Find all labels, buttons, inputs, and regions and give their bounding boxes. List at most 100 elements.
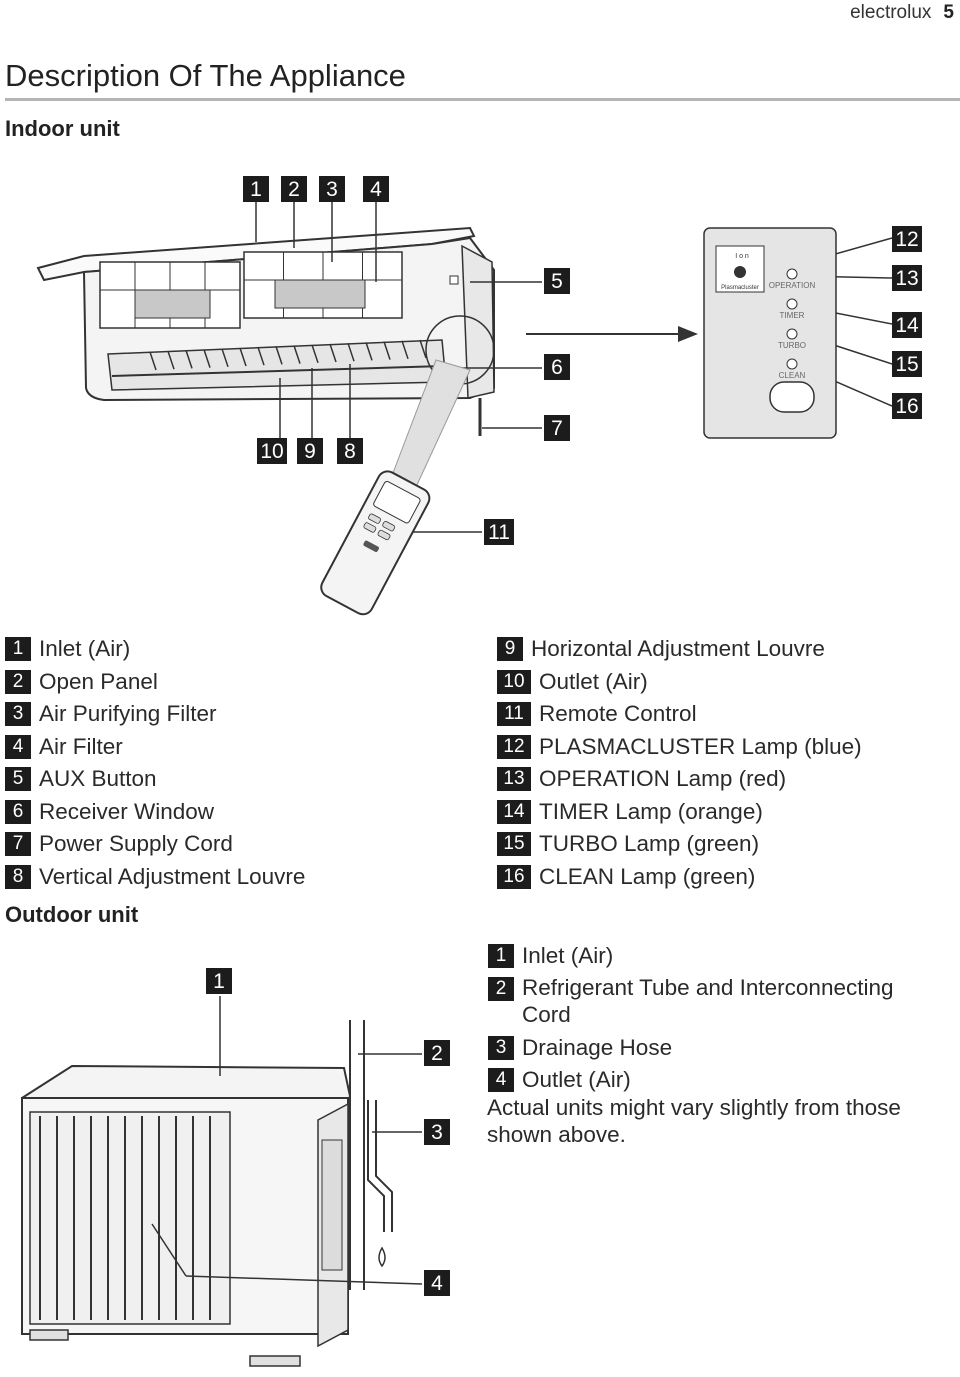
vertical-louvre-blade — [149, 351, 157, 371]
disclaimer-note: Actual units might vary slightly from th… — [487, 1095, 901, 1147]
callout-badge: 15 — [892, 351, 922, 377]
legend-item: 15 TURBO Lamp (green) — [497, 829, 862, 862]
legend-item: 14 TIMER Lamp (orange) — [497, 797, 862, 830]
vertical-louvre-blade — [419, 339, 427, 359]
indoor-unit-illustration: I o n Plasmacluster OPERATION TIMER TURB… — [36, 176, 922, 616]
callout-badge: 5 — [544, 268, 570, 294]
callout-number: 14 — [895, 314, 919, 337]
callout-number: 6 — [551, 356, 563, 379]
legend-number-badge: 8 — [5, 864, 31, 889]
callout-badge: 9 — [297, 438, 323, 464]
callout-number: 3 — [326, 178, 338, 201]
legend-number-badge: 2 — [488, 976, 514, 1001]
panel-on-label: I o n — [735, 253, 749, 260]
side-mesh — [461, 244, 495, 399]
panel-operation-label: OPERATION — [769, 281, 816, 290]
legend-label: Open Panel — [39, 668, 158, 694]
vertical-louvre-blade — [311, 344, 319, 364]
legend-label: Inlet (Air) — [39, 636, 131, 661]
vertical-louvres — [149, 339, 427, 371]
vertical-louvre-blade — [257, 346, 265, 366]
air-purifying-filter-left — [134, 289, 211, 319]
legend-label: Drainage Hose — [522, 1034, 673, 1060]
legend-label: TIMER Lamp (orange) — [539, 798, 763, 824]
callout-badge: 8 — [337, 438, 363, 464]
callout-badge: 14 — [892, 312, 922, 338]
legend-number-badge: 12 — [497, 734, 531, 759]
legend-label: AUX Button — [39, 766, 157, 791]
outdoor-callouts: 1 2 3 4 — [206, 968, 450, 1296]
vertical-louvre-blade — [365, 342, 373, 361]
plasmacluster-icon — [734, 266, 746, 278]
legend-item: 13 OPERATION Lamp (red) — [497, 764, 862, 797]
callout-badge: 4 — [424, 1270, 450, 1296]
callout-badge: 12 — [892, 226, 922, 252]
legend-number-badge: 3 — [5, 702, 31, 726]
callout-badge: 10 — [257, 438, 287, 464]
vertical-louvre-blade — [329, 343, 337, 363]
legend-number-badge: 13 — [497, 767, 531, 791]
drainage-hose-outer — [375, 1100, 393, 1232]
legend-label: Refrigerant Tube and Interconnecting Cor… — [522, 974, 894, 1027]
horizontal-louvre — [111, 365, 445, 377]
legend-number-badge: 11 — [497, 702, 531, 726]
page-title: Description Of The Appliance — [5, 58, 406, 93]
callout-number: 1 — [213, 970, 225, 993]
outdoor-unit-foot-right — [249, 1355, 301, 1367]
callout-number: 7 — [551, 417, 563, 440]
legend-number-badge: 3 — [488, 1035, 514, 1060]
aux-button-icon — [449, 275, 459, 285]
legend-number-badge: 14 — [497, 799, 531, 824]
indoor-unit-heading: Indoor unit — [5, 116, 120, 141]
vertical-louvre-blade — [167, 350, 175, 370]
callout-badge: 2 — [424, 1040, 450, 1066]
service-panel — [321, 1139, 343, 1271]
page-header: electrolux 5 — [850, 0, 960, 26]
legend-number-badge: 2 — [5, 669, 31, 694]
panel-clean-label: CLEAN — [779, 371, 806, 380]
panel-timer-label: TIMER — [780, 311, 805, 320]
pointer-arrow-head — [678, 326, 698, 342]
legend-item: 3 Drainage Hose — [488, 1033, 922, 1066]
vertical-louvre-blade — [293, 345, 301, 364]
vertical-louvre-blade — [203, 349, 211, 368]
legend-item: 5 AUX Button — [5, 764, 305, 797]
legend-label: Air Filter — [39, 733, 123, 759]
legend-label: TURBO Lamp (green) — [539, 831, 760, 856]
clean-lamp — [786, 358, 798, 370]
callout-number: 3 — [431, 1121, 443, 1144]
vertical-louvre-blade — [383, 341, 391, 360]
legend-number-badge: 5 — [5, 767, 31, 791]
callout-number: 8 — [344, 440, 356, 463]
vertical-louvre-blade — [401, 340, 409, 360]
callout-badge: 16 — [892, 393, 922, 419]
callout-badge: 13 — [892, 265, 922, 291]
callout-number: 2 — [288, 178, 300, 201]
legend-label: OPERATION Lamp (red) — [539, 766, 787, 791]
vertical-louvre-blade — [347, 342, 355, 362]
legend-label: Receiver Window — [39, 798, 215, 824]
water-drop-icon — [378, 1246, 386, 1268]
callout-badge: 11 — [484, 519, 514, 545]
legend-number-badge: 15 — [497, 832, 531, 856]
legend-label: PLASMACLUSTER Lamp (blue) — [539, 733, 862, 759]
legend-label: Power Supply Cord — [39, 831, 233, 856]
legend-item: 12 PLASMACLUSTER Lamp (blue) — [497, 732, 862, 765]
operation-lamp — [786, 268, 798, 280]
callout-number: 13 — [895, 267, 918, 290]
callout-number: 11 — [488, 521, 510, 544]
callout-badge: 6 — [544, 354, 570, 380]
brand-name: electrolux — [850, 2, 932, 23]
remote-control — [320, 470, 431, 616]
vertical-louvre-blade — [221, 348, 229, 368]
callout-number: 2 — [431, 1042, 443, 1065]
